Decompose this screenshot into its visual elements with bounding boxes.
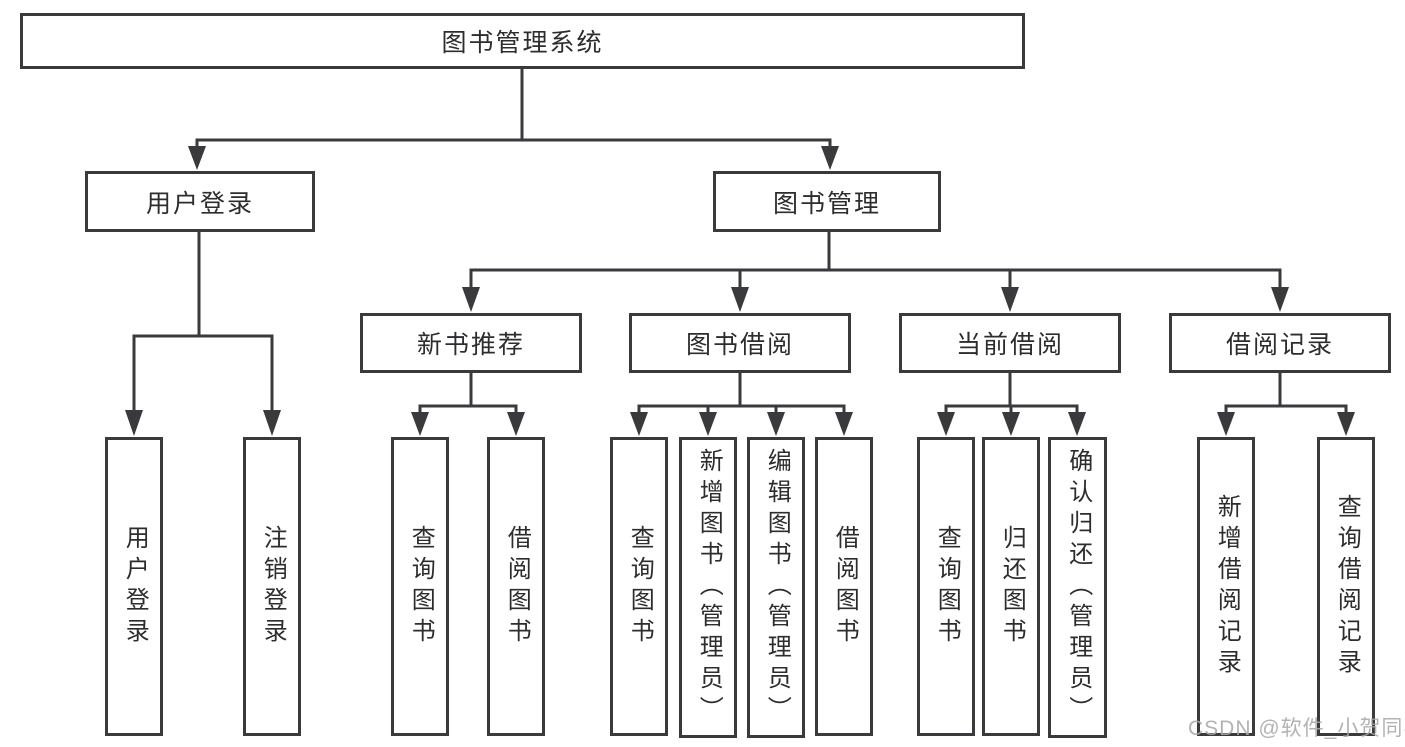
node-new-book-recommend: 新书推荐 bbox=[360, 313, 582, 373]
connector-book-management-to-modules bbox=[469, 232, 1282, 290]
arrow-down-icon bbox=[507, 412, 525, 436]
arrowheads bbox=[125, 146, 1355, 436]
leaf-borrow-books: 借阅图书 bbox=[815, 437, 873, 736]
node-user-login-branch: 用户登录 bbox=[85, 171, 315, 232]
node-label: 图书管理系统 bbox=[441, 29, 604, 57]
leaf-return-book: 归还图书 bbox=[982, 437, 1040, 736]
leaf-query-books-borrow: 查询图书 bbox=[610, 437, 668, 736]
node-current-borrow: 当前借阅 bbox=[899, 313, 1121, 373]
leaf-logout: 注销登录 bbox=[243, 437, 301, 736]
leaf-add-book-admin: 新增图书（管理员） bbox=[679, 437, 737, 738]
leaf-edit-book-admin: 编辑图书（管理员） bbox=[747, 437, 805, 738]
connector-root-to-branches bbox=[195, 68, 832, 150]
node-book-borrow: 图书借阅 bbox=[629, 313, 851, 373]
connector-book-borrow-to-leaves bbox=[637, 373, 846, 416]
arrow-down-icon bbox=[1068, 412, 1086, 436]
node-label: 新增借阅记录 bbox=[1213, 493, 1241, 680]
node-label: 用户登录 bbox=[121, 524, 149, 649]
node-label: 新增图书（管理员） bbox=[695, 448, 723, 727]
node-label: 当前借阅 bbox=[955, 331, 1064, 359]
arrow-down-icon bbox=[1271, 287, 1289, 312]
leaf-add-borrow-record: 新增借阅记录 bbox=[1197, 437, 1255, 736]
leaf-borrow-books-recommend: 借阅图书 bbox=[487, 437, 545, 736]
arrow-down-icon bbox=[821, 146, 839, 170]
arrow-down-icon bbox=[767, 412, 785, 436]
node-label: 编辑图书（管理员） bbox=[763, 448, 791, 727]
arrow-down-icon bbox=[699, 412, 717, 436]
arrow-down-icon bbox=[411, 412, 429, 436]
leaf-query-books-current: 查询图书 bbox=[917, 437, 975, 736]
node-label: 借阅记录 bbox=[1225, 331, 1334, 359]
arrow-down-icon bbox=[731, 287, 749, 312]
node-label: 用户登录 bbox=[145, 189, 254, 218]
arrow-down-icon bbox=[1002, 412, 1020, 436]
node-label: 查询图书 bbox=[626, 524, 654, 649]
connector-current-borrow-to-leaves bbox=[944, 373, 1079, 416]
connector-new-book-recommend-to-leaves bbox=[418, 373, 518, 416]
node-label: 注销登录 bbox=[259, 524, 287, 649]
node-label: 查询图书 bbox=[407, 524, 435, 649]
csdn-watermark: CSDN @软件_小贺同学 bbox=[1188, 717, 1405, 740]
node-label: 借阅图书 bbox=[503, 524, 531, 649]
node-label: 确认归还（管理员） bbox=[1064, 448, 1092, 727]
arrow-down-icon bbox=[1337, 412, 1355, 436]
arrow-down-icon bbox=[125, 410, 143, 436]
node-label: 查询图书 bbox=[933, 524, 961, 649]
arrow-down-icon bbox=[188, 146, 206, 170]
node-label: 图书管理 bbox=[772, 189, 881, 218]
leaf-query-books-recommend: 查询图书 bbox=[391, 437, 449, 736]
node-book-management: 图书管理 bbox=[713, 171, 941, 232]
node-label: 查询借阅记录 bbox=[1333, 493, 1361, 680]
node-label: 新书推荐 bbox=[416, 331, 525, 359]
arrow-down-icon bbox=[1217, 412, 1235, 436]
arrow-down-icon bbox=[263, 410, 281, 436]
node-label: 借阅图书 bbox=[831, 524, 859, 649]
node-label: 归还图书 bbox=[998, 524, 1026, 649]
connector-user-login-to-leaves bbox=[132, 232, 274, 414]
node-borrow-records: 借阅记录 bbox=[1169, 313, 1391, 373]
arrow-down-icon bbox=[937, 412, 955, 436]
connector-borrow-records-to-leaves bbox=[1224, 373, 1348, 416]
leaf-confirm-return-admin: 确认归还（管理员） bbox=[1048, 437, 1107, 738]
arrow-down-icon bbox=[835, 412, 853, 436]
leaf-user-login: 用户登录 bbox=[105, 437, 163, 736]
arrow-down-icon bbox=[1001, 287, 1019, 312]
arrow-down-icon bbox=[630, 412, 648, 436]
node-label: 图书借阅 bbox=[685, 331, 794, 359]
arrow-down-icon bbox=[462, 287, 480, 312]
leaf-query-borrow-record: 查询借阅记录 bbox=[1317, 437, 1375, 736]
node-library-management-system: 图书管理系统 bbox=[20, 13, 1025, 69]
